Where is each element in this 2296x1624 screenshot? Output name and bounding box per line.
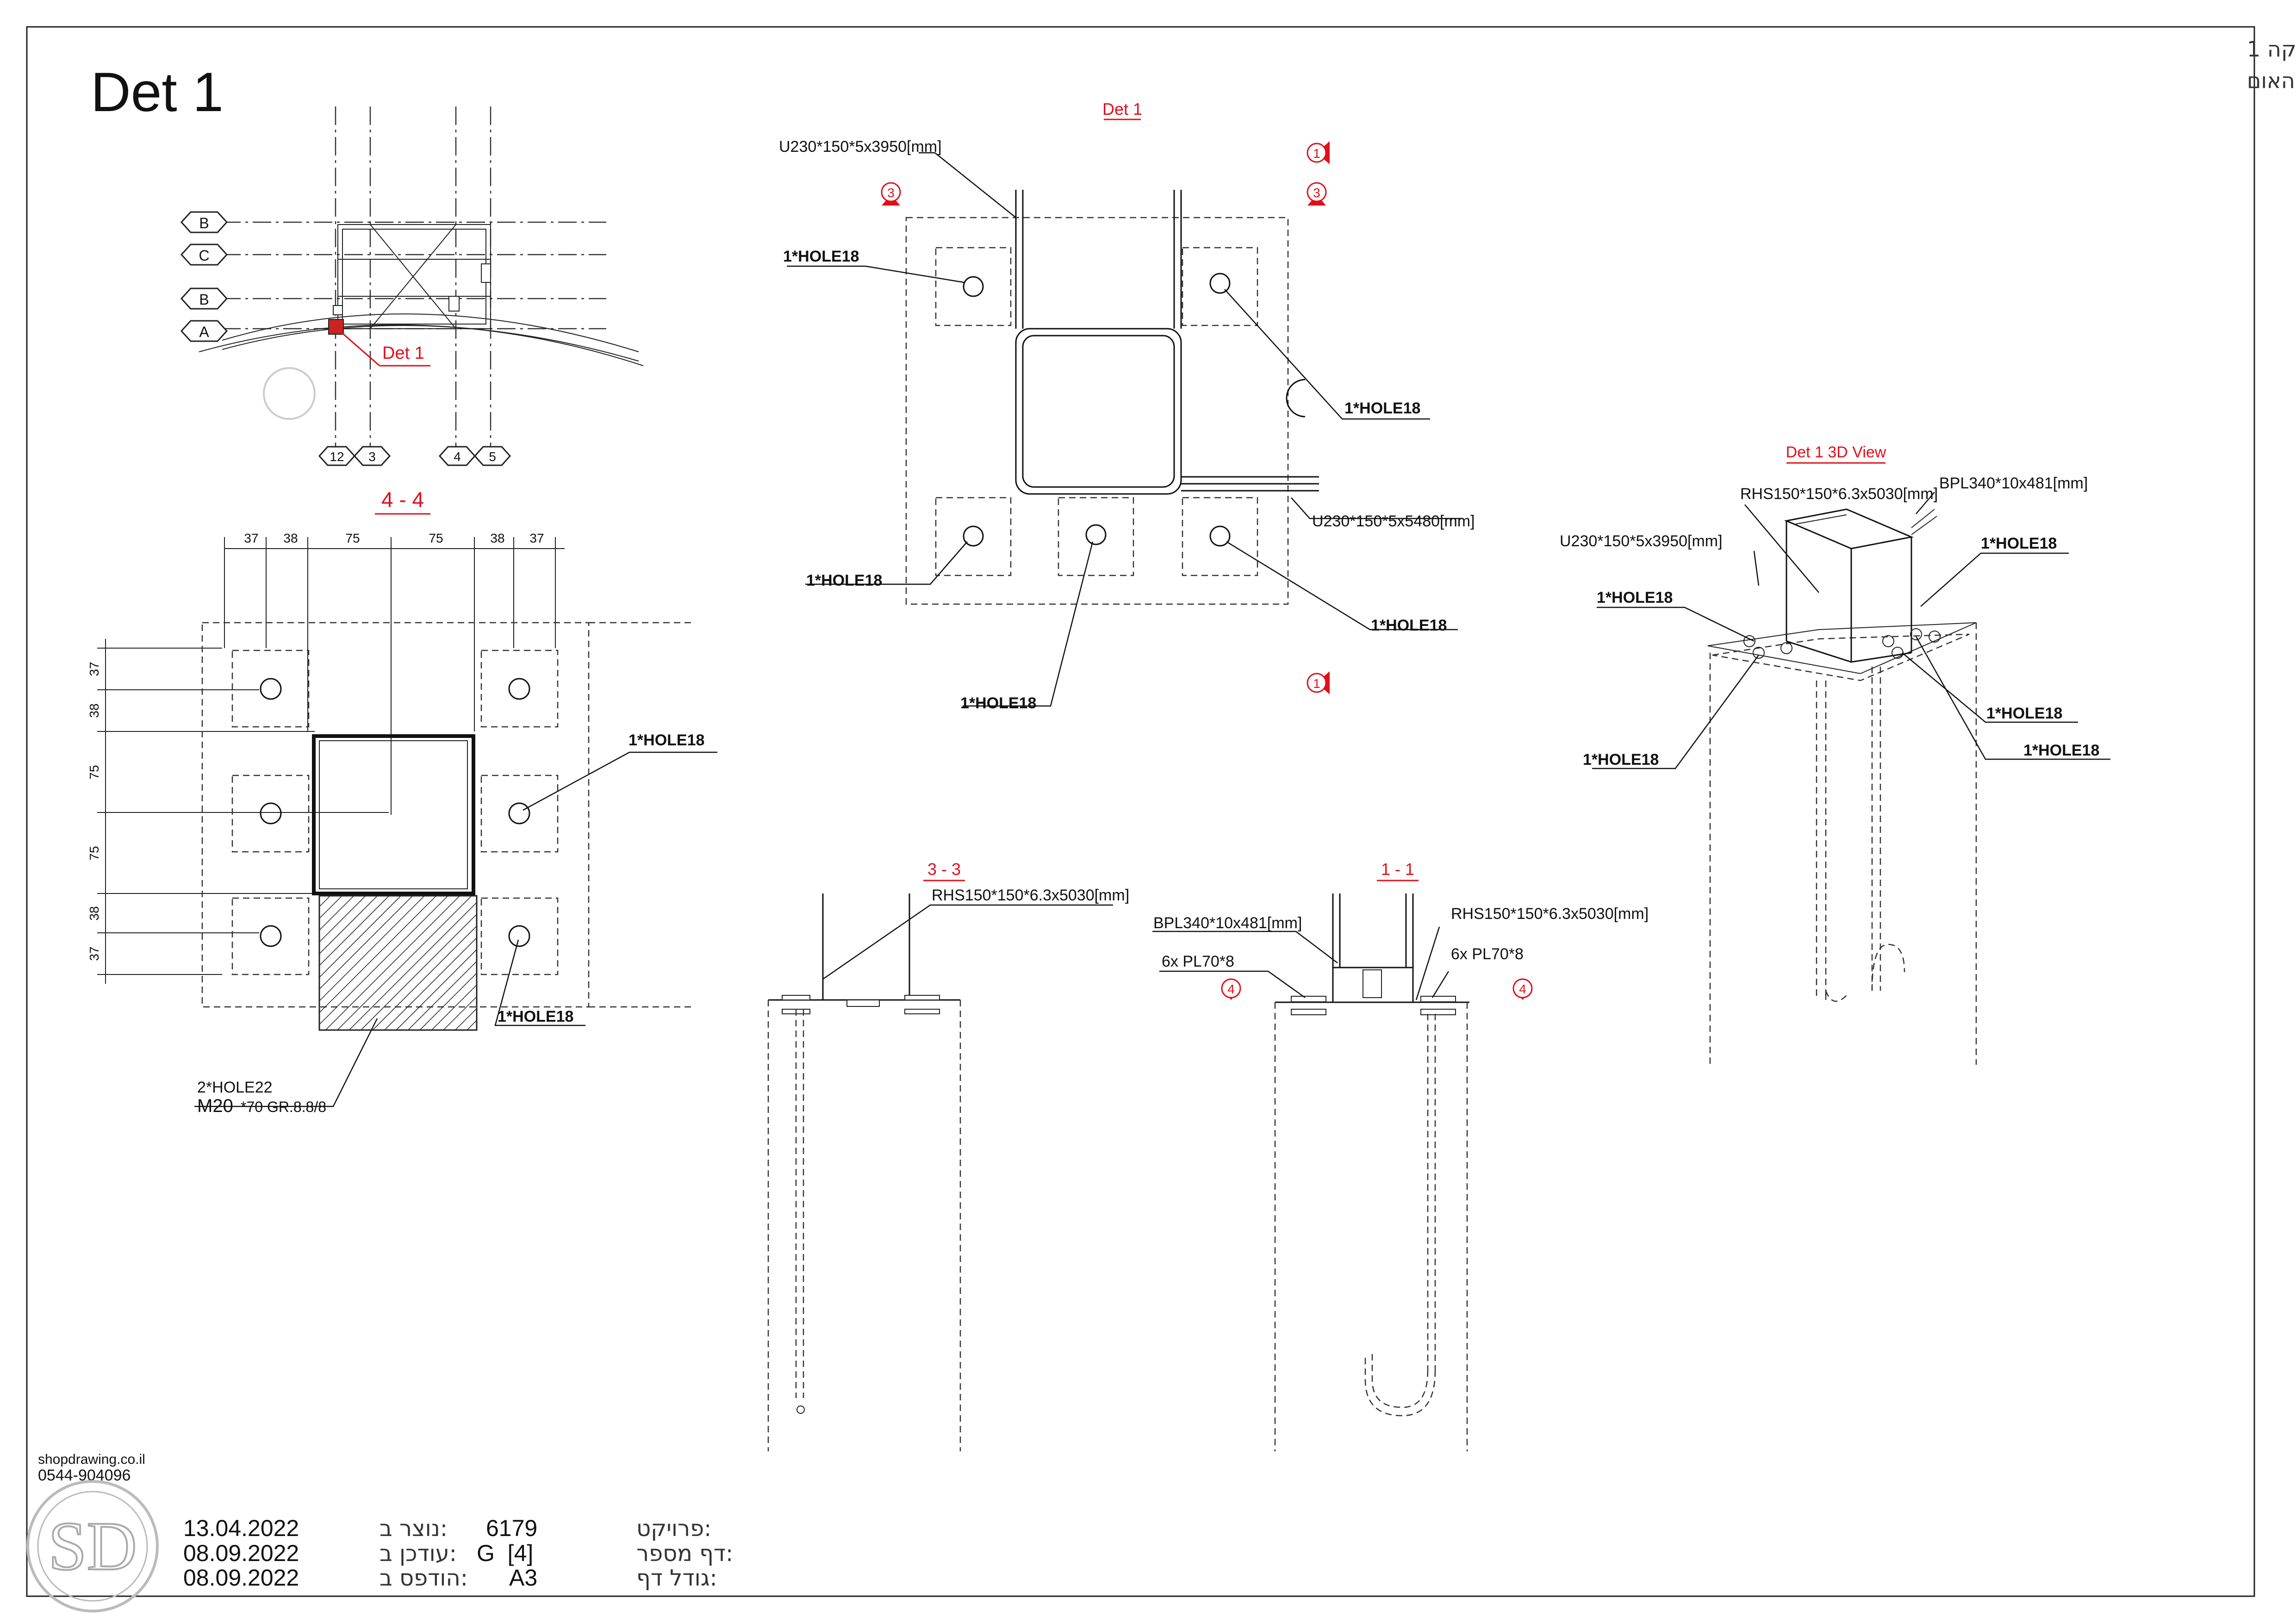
view3d-u-label: U230*150*5x3950[mm] [1560,532,1723,550]
svg-text:SD: SD [48,1508,137,1585]
view3d-hole-l2-label: 1*HOLE18 [1583,751,1659,768]
section-1-1-title: 1 - 1 [1381,860,1414,879]
section-marker-3-left: 3 [881,182,901,206]
key-plan: B C B A 12 3 4 5 Det 1 [180,106,644,466]
section-marker-4-left: 4 [1221,978,1241,1000]
svg-text:1: 1 [1313,146,1320,161]
dim-left-1: 37 [87,662,101,676]
svg-text:3: 3 [368,450,376,464]
created-date: 13.04.2022 [183,1515,299,1541]
det1-u-top-label: U230*150*5x3950[mm] [779,138,942,156]
project-number: 6179 [486,1515,537,1541]
dim-top-2: 38 [283,531,298,545]
sheet-border [26,26,2255,1597]
svg-text:4: 4 [1519,982,1526,996]
section11-pl-left-label: 6x PL70*8 [1162,953,1234,970]
section44-bolt-line1: 2*HOLE22 [197,1079,273,1096]
view-3d-title: Det 1 3D View [1786,443,1886,461]
svg-text:A: A [199,324,209,340]
section-marker-4-right: 4 [1512,978,1533,1000]
svg-text:B: B [199,215,209,231]
section-3-3: 3 - 3 RHS150*150*6.3x5030[mm] [767,860,1129,1451]
svg-text:4: 4 [454,450,461,464]
section11-bpl-label: BPL340*10x481[mm] [1153,914,1302,932]
grid-bubble-col: 12 3 4 5 [318,446,511,466]
view3d-rhs-label: RHS150*150*6.3x5030[mm] [1740,485,1938,503]
svg-text:C: C [199,247,209,264]
section-marker-1-bottom: 1 [1307,671,1330,694]
hebrew-note-line1: עובי ריתוך: מילאת 0.7 מהדק (כפחות 5) : ה… [2247,37,2296,62]
section44-bolt-spec: *70 GR.8.8/8 [241,1099,326,1115]
section-4-4: 4 - 4 37 38 75 75 38 37 37 38 75 75 38 3… [87,487,717,1116]
dim-left-5: 38 [87,906,101,920]
det1-hole-tr-label: 1*HOLE18 [1344,400,1420,417]
section11-pl-right-label: 6x PL70*8 [1451,945,1524,963]
sheet-number-label: :דף מספר [636,1541,733,1567]
title-block: shopdrawing.co.il 0544-904096 SD 13.04.2… [26,1452,733,1612]
dim-top-6: 37 [529,531,544,545]
svg-text:3: 3 [1313,186,1320,200]
dim-top-1: 37 [244,531,258,545]
section-3-3-title: 3 - 3 [927,860,961,879]
dim-top-3: 75 [345,531,360,545]
section-4-4-title: 4 - 4 [381,487,424,512]
section-marker-1-top: 1 [1307,141,1330,164]
svg-text:4: 4 [1227,982,1235,996]
updated-label: :עודכן ב [380,1541,457,1567]
section11-rhs-label: RHS150*150*6.3x5030[mm] [1451,905,1649,923]
svg-text:5: 5 [489,450,496,464]
printed-date: 08.09.2022 [183,1565,299,1591]
view3d-bpl-label: BPL340*10x481[mm] [1939,475,2088,492]
sheet-size-label: :גודל דף [636,1565,717,1591]
company-logo: SD [26,1480,159,1612]
sheet-number: G [4] [477,1540,533,1566]
sheet-size: A3 [509,1565,537,1591]
section44-hole-right-label: 1*HOLE18 [628,731,704,749]
det1-hole-br-label: 1*HOLE18 [1371,617,1447,634]
printed-label: :הודפס ב [380,1565,468,1591]
updated-date: 08.09.2022 [183,1540,299,1566]
dim-left-3: 75 [87,765,101,779]
section-marker-3-right: 3 [1307,182,1327,206]
det1-hole-bm-label: 1*HOLE18 [960,694,1036,712]
det1-u-right-label: U230*150*5x5480[mm] [1312,512,1475,530]
key-plan-det-label: Det 1 [382,344,424,363]
view3d-hole-r3-label: 1*HOLE18 [2023,742,2099,759]
svg-text:12: 12 [330,450,344,464]
det1-hole-tl-label: 1*HOLE18 [783,248,859,265]
det1-hole-bl-label: 1*HOLE18 [806,572,882,589]
dim-left-2: 38 [87,703,101,718]
dim-left-6: 37 [87,946,101,961]
view3d-hole-r2-label: 1*HOLE18 [1986,705,2062,722]
dim-top-5: 38 [490,531,504,545]
det1-plan-view: Det 1 U230*150*5x3950 [779,100,1475,712]
project-label: :פרויקט [636,1516,711,1542]
grid-bubble-row: B C B A [180,211,228,342]
view3d-hole-r1-label: 1*HOLE18 [1981,535,2057,552]
dim-top-4: 75 [429,531,443,545]
created-label: :נוצר ב [380,1516,448,1542]
section44-hole-br-label: 1*HOLE18 [498,1008,573,1025]
det1-3d-view: Det 1 3D View [1560,443,2110,1065]
svg-text:B: B [199,291,209,308]
svg-text:3: 3 [887,186,895,200]
dim-left-4: 75 [87,846,101,860]
hebrew-note-line2: דיסקית רגילה בצד ראש הבורג;דיסקית קפיצית… [2247,68,2296,93]
svg-text:1: 1 [1313,676,1320,691]
det1-plan-title: Det 1 [1102,100,1142,119]
section33-rhs-label: RHS150*150*6.3x5030[mm] [932,887,1129,904]
section-1-1: 1 - 1 BPL340*10x481[mm] RHS150*150*6.3x5… [1152,860,1649,1451]
sheet-title: Det 1 [91,61,224,123]
footer-website: shopdrawing.co.il [38,1452,145,1467]
view3d-hole-l1-label: 1*HOLE18 [1597,589,1673,606]
section44-bolt-m20: M20 [197,1096,233,1116]
